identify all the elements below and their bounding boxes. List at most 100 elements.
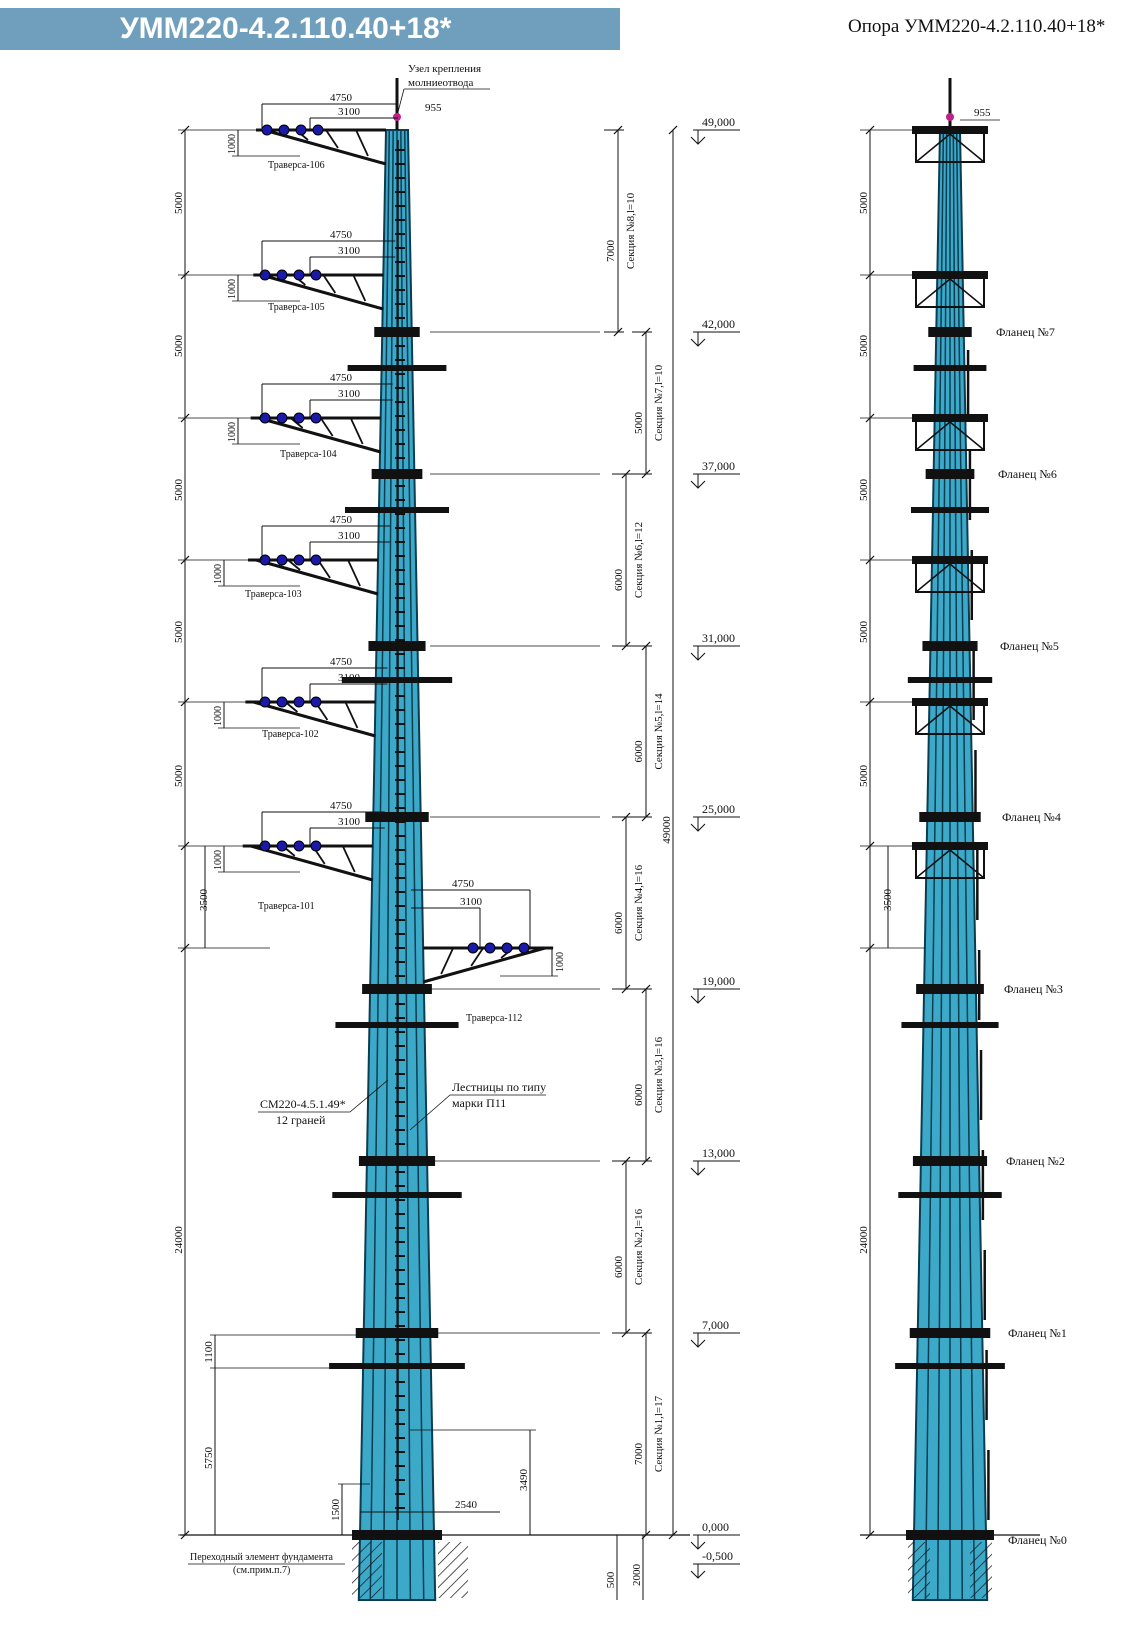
traverse-inner-label: 3100: [338, 816, 361, 828]
side-traverse-top: [912, 271, 988, 279]
insulator: [293, 412, 305, 424]
flange-label: Фланец №4: [1002, 810, 1061, 824]
side-flange-band: [928, 327, 972, 337]
header-banner: УММ220-4.2.110.40+18*: [0, 8, 620, 50]
side-platform-bar: [910, 507, 990, 513]
traverse-web: [325, 129, 339, 149]
traverse-drop-label: 1000: [555, 952, 566, 972]
side-traverse-brace: [949, 421, 985, 451]
insulator: [293, 554, 305, 566]
dim-3490-label: 3490: [518, 1469, 530, 1492]
elevation-arrow: [690, 823, 706, 832]
side-pole-facet: [955, 129, 976, 1601]
elevation-label: 13,000: [702, 1146, 735, 1160]
flange-band: [374, 327, 420, 337]
section-label: Секция №6,l=12: [633, 522, 645, 598]
side-traverse-frame: [912, 698, 988, 735]
dim-2540-label: 2540: [455, 1499, 478, 1511]
insulator: [501, 942, 513, 954]
pole-facet-line: [403, 129, 425, 1601]
flange-label: Фланец №0: [1008, 1533, 1067, 1547]
pole-facet-line: [369, 129, 391, 1601]
insulator: [293, 840, 305, 852]
dim-5750-label: 5750: [203, 1447, 215, 1470]
side-ground-hatch-left: [908, 1542, 930, 1598]
traverse-web: [344, 701, 359, 729]
side-flange-band: [925, 469, 975, 479]
elevation-arrow: [690, 338, 706, 347]
traverse-drop-label: 1000: [227, 134, 238, 154]
traverse-outer-label: 4750: [330, 800, 353, 812]
side-traverse-top: [912, 414, 988, 422]
flange-band: [362, 984, 432, 994]
flange-label: Фланец №2: [1006, 1154, 1065, 1168]
insulator: [518, 942, 530, 954]
side-traverse-brace: [915, 849, 951, 879]
dim-tick: [621, 984, 631, 994]
platform-bar: [335, 1022, 459, 1028]
side-rod-node: [946, 113, 954, 121]
traverse-web: [440, 947, 454, 975]
section-label: Секция №7,l=10: [653, 364, 665, 441]
lightning-node-label: молниеотвода: [408, 77, 474, 89]
insulator: [312, 124, 324, 136]
elevation-arrow: [690, 652, 706, 661]
flange-band: [365, 812, 429, 822]
side-traverse-brace: [915, 563, 951, 593]
flange-label: Фланец №1: [1008, 1326, 1067, 1340]
flange-band: [355, 1328, 439, 1338]
elevation-label: 19,000: [702, 974, 735, 988]
ground-hatch-left: [352, 1542, 382, 1598]
traverse-bottom-chord: [253, 700, 376, 738]
side-platform-bar: [895, 1363, 1005, 1369]
traverse-inner-label: 3100: [338, 245, 361, 257]
section-label: Секция №3,l=16: [653, 1036, 665, 1113]
side-flange-band: [922, 641, 978, 651]
elevation-label: 7,000: [702, 1318, 729, 1332]
side-flange-band: [919, 812, 981, 822]
left-dim-label: 5000: [173, 765, 185, 788]
elevation-label: 25,000: [702, 802, 735, 816]
side-traverse-brace: [915, 133, 951, 163]
left-dim-label: 5000: [173, 479, 185, 502]
lightning-node-leader: [397, 88, 405, 113]
dim-tick: [641, 1156, 651, 1166]
traverse-name: Траверса-103: [245, 589, 302, 600]
dim-tick: [621, 1328, 631, 1338]
lightning-node-label: Узел крепления: [408, 63, 481, 75]
flange-band: [371, 469, 423, 479]
traverse-web: [341, 845, 356, 873]
traverse-name: Траверса-105: [268, 302, 325, 313]
traverse-outer-label: 4750: [330, 372, 353, 384]
traverse-name: Траверса-101: [258, 901, 315, 912]
side-dim-label: 5000: [858, 479, 870, 502]
side-platform-bar: [913, 365, 987, 371]
elevation-marker: 31,000: [690, 631, 740, 661]
dim-tick: [621, 812, 631, 822]
traverse-outer-label: 4750: [452, 878, 475, 890]
insulator: [293, 269, 305, 281]
platform-bar: [347, 365, 447, 371]
elevation-marker: 42,000: [690, 317, 740, 347]
side-traverse-top: [912, 698, 988, 706]
insulator: [310, 412, 322, 424]
side-dim-label: 24000: [858, 1226, 870, 1254]
traverse-drop-label: 1000: [213, 706, 224, 726]
elevation-label: 37,000: [702, 459, 735, 473]
main-pole-view: 49,00042,00037,00031,00025,00019,00013,0…: [173, 63, 740, 1601]
side-traverse-brace: [949, 278, 985, 308]
traverse-outer-label: 4750: [330, 229, 353, 241]
traverse-name: Траверса-112: [466, 1013, 522, 1024]
left-dim-label: 5000: [173, 621, 185, 644]
dim-500-label: 500: [605, 1571, 617, 1588]
traverse-inner-label: 3100: [338, 530, 361, 542]
elevation-label: 42,000: [702, 317, 735, 331]
elevation-marker: 7,000: [690, 1318, 740, 1348]
traverse-web: [470, 947, 484, 967]
